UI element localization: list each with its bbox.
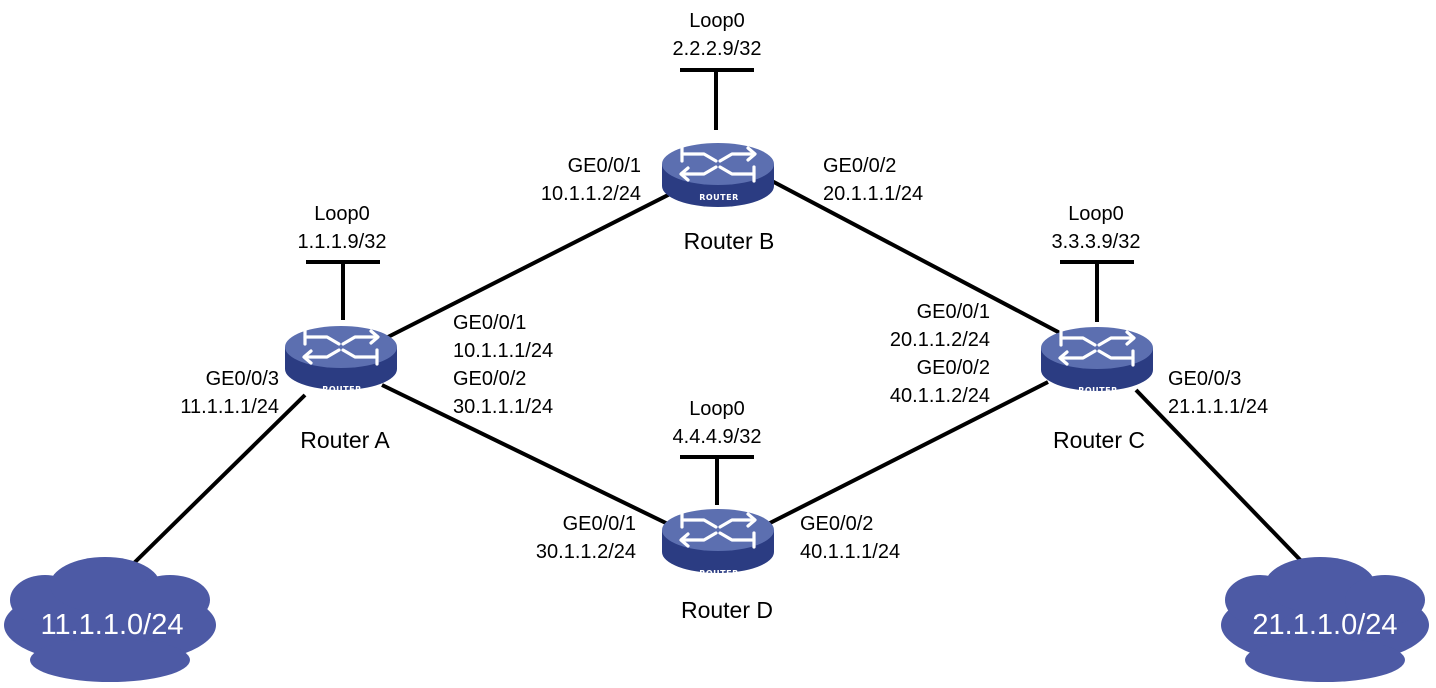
link-c-network-right: [1134, 388, 1310, 570]
router-c-icon: [1039, 325, 1155, 393]
links: [128, 68, 1310, 570]
b-ge2-port: GE0/0/2: [823, 155, 896, 177]
a-ge2-port: GE0/0/2: [453, 368, 526, 390]
link-a-network-left: [128, 393, 307, 569]
b-ge1-ip: 10.1.1.2/24: [541, 183, 641, 205]
router-d-name: Router D: [681, 597, 773, 623]
loopback-a-name: Loop0: [314, 203, 370, 225]
loopback-c-name: Loop0: [1068, 203, 1124, 225]
d-ge2-port: GE0/0/2: [800, 513, 873, 535]
network-cloud-left: 11.1.1.0/24: [4, 557, 216, 682]
a-ge3-port: GE0/0/3: [206, 368, 279, 390]
router-c[interactable]: ROUTER: [1039, 325, 1155, 395]
router-b-name: Router B: [684, 228, 775, 254]
link-a-d: [381, 383, 671, 527]
link-d-c: [765, 380, 1049, 527]
network-label-right: 21.1.1.0/24: [1252, 609, 1397, 641]
loopback-c-ip: 3.3.3.9/32: [1052, 231, 1141, 253]
router-a-icon: [283, 324, 399, 392]
link-b-c: [769, 178, 1061, 335]
c-ge1-port: GE0/0/1: [917, 301, 990, 323]
loopback-d-ip: 4.4.4.9/32: [673, 426, 762, 448]
router-a-name: Router A: [300, 427, 390, 453]
router-b[interactable]: ROUTER: [660, 141, 776, 209]
link-a-b: [381, 191, 673, 342]
router-b-tag: ROUTER: [699, 193, 739, 202]
loopback-b-ip: 2.2.2.9/32: [673, 38, 762, 60]
router-c-name: Router C: [1053, 427, 1145, 453]
a-ge2-ip: 30.1.1.1/24: [453, 396, 553, 418]
b-ge2-ip: 20.1.1.1/24: [823, 183, 923, 205]
c-ge1-ip: 20.1.1.2/24: [890, 329, 990, 351]
network-cloud-right: 21.1.1.0/24: [1221, 557, 1429, 682]
c-ge2-port: GE0/0/2: [917, 357, 990, 379]
loopback-d-name: Loop0: [689, 398, 745, 420]
d-ge2-ip: 40.1.1.1/24: [800, 541, 900, 563]
c-ge2-ip: 40.1.1.2/24: [890, 385, 990, 407]
router-a[interactable]: ROUTER: [283, 324, 399, 394]
b-ge1-port: GE0/0/1: [568, 155, 641, 177]
d-ge1-port: GE0/0/1: [563, 513, 636, 535]
c-ge3-ip: 21.1.1.1/24: [1168, 396, 1268, 418]
c-ge3-port: GE0/0/3: [1168, 368, 1241, 390]
a-ge1-port: GE0/0/1: [453, 312, 526, 334]
router-d-icon: [660, 507, 776, 575]
network-label-left: 11.1.1.0/24: [41, 609, 184, 641]
router-d-tag: ROUTER: [699, 569, 739, 578]
router-a-tag: ROUTER: [322, 385, 362, 394]
a-ge1-ip: 10.1.1.1/24: [453, 340, 553, 362]
d-ge1-ip: 30.1.1.2/24: [536, 541, 636, 563]
loopback-b-name: Loop0: [689, 10, 745, 32]
router-d[interactable]: ROUTER: [660, 507, 776, 578]
a-ge3-ip: 11.1.1.1/24: [180, 396, 279, 418]
router-c-tag: ROUTER: [1078, 386, 1118, 395]
loopback-a-ip: 1.1.1.9/32: [298, 231, 387, 253]
